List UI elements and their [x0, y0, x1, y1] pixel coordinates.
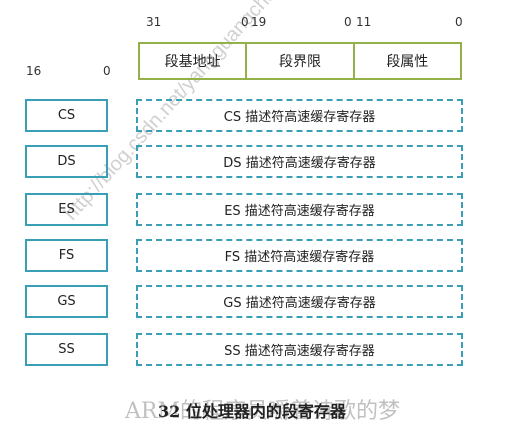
cache-cs: CS 描述符高速缓存寄存器 [136, 99, 463, 132]
cache-ds: DS 描述符高速缓存寄存器 [136, 145, 463, 178]
cache-es: ES 描述符高速缓存寄存器 [136, 193, 463, 226]
descriptor-fields: 段基地址 段界限 段属性 [138, 42, 462, 80]
cache-gs: GS 描述符高速缓存寄存器 [136, 285, 463, 318]
register-fs: FS [25, 239, 108, 272]
bit-label-0-base: 0 [241, 15, 249, 29]
bit-label-19: 19 [251, 15, 267, 29]
register-ss: SS [25, 333, 108, 366]
register-ds: DS [25, 145, 108, 178]
register-gs: GS [25, 285, 108, 318]
bit-label-0-selector: 0 [103, 64, 111, 78]
bottom-watermark: ARM的程序员嚼着诗歌的梦 [125, 399, 400, 424]
register-es: ES [25, 193, 108, 226]
bit-label-16: 16 [26, 64, 42, 78]
segment-attributes: 段属性 [386, 54, 429, 70]
figure-caption: 32 位处理器内的段寄存器 [158, 402, 346, 421]
bit-label-0-attr: 0 [455, 15, 463, 29]
segment-limit: 段界限 [247, 44, 355, 78]
bit-label-11: 11 [356, 15, 372, 29]
segment-base-address: 段基地址 [140, 44, 248, 78]
cache-ss: SS 描述符高速缓存寄存器 [136, 333, 463, 366]
cache-fs: FS 描述符高速缓存寄存器 [136, 239, 463, 272]
register-cs: CS [25, 99, 108, 132]
bit-label-31: 31 [146, 15, 162, 29]
bit-label-0-limit: 0 [344, 15, 352, 29]
